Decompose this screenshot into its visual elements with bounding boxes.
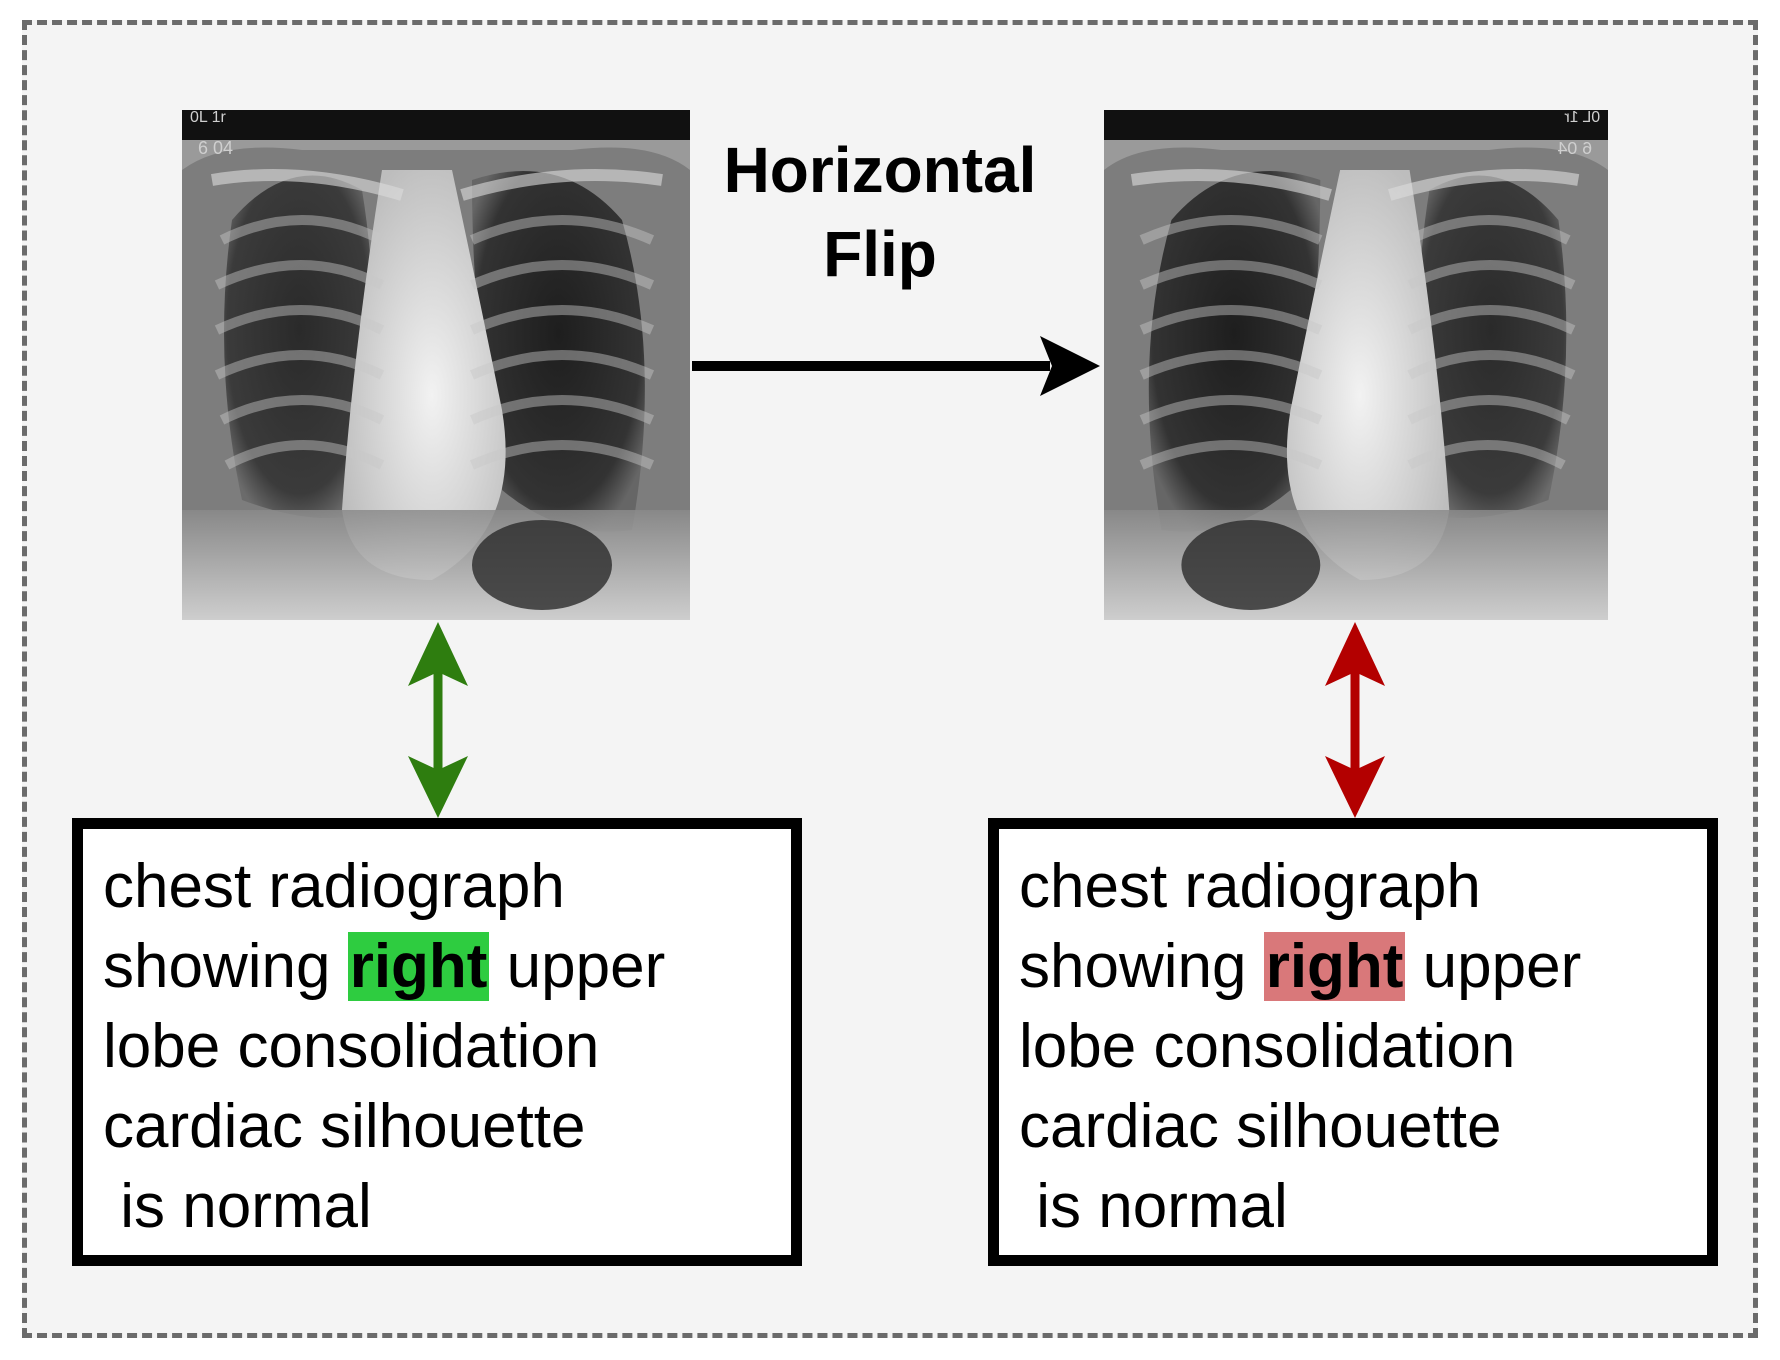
xray-marker-top-mirrored: 0L 1r — [1564, 110, 1600, 126]
report-line: chest radiograph — [103, 852, 565, 921]
report-text: upper — [489, 932, 666, 1001]
report-line: lobe consolidation — [103, 1012, 600, 1081]
report-line: chest radiograph — [1019, 852, 1481, 921]
transform-label-line2: Flip — [823, 218, 937, 290]
report-text: showing — [103, 932, 348, 1001]
report-line: cardiac silhouette — [103, 1092, 586, 1161]
xray-marker-top: 0L 1r — [190, 110, 227, 126]
transform-label: Horizontal Flip — [700, 128, 1060, 296]
report-line: is normal — [1019, 1172, 1288, 1241]
inconsistent-pair-arrow — [1325, 622, 1385, 818]
report-line: showing right upper — [1019, 927, 1707, 1007]
report-line: showing right upper — [103, 927, 791, 1007]
report-text: showing — [1019, 932, 1264, 1001]
report-line: lobe consolidation — [1019, 1012, 1516, 1081]
flip-arrow — [692, 336, 1100, 396]
xray-marker-id-mirrored: 6 04 — [1557, 138, 1592, 158]
report-line: cardiac silhouette — [1019, 1092, 1502, 1161]
highlighted-word-incorrect: right — [1263, 932, 1406, 1001]
report-text: upper — [1405, 932, 1582, 1001]
xray-marker-id: 6 04 — [198, 138, 233, 158]
transform-label-line1: Horizontal — [723, 134, 1037, 206]
report-line: is normal — [103, 1172, 372, 1241]
flipped-chest-xray: 0L 1r 6 04 — [1104, 110, 1608, 620]
consistent-pair-arrow — [408, 622, 468, 818]
original-chest-xray: 0L 1r 6 04 — [182, 110, 690, 620]
highlighted-word-correct: right — [347, 932, 490, 1001]
